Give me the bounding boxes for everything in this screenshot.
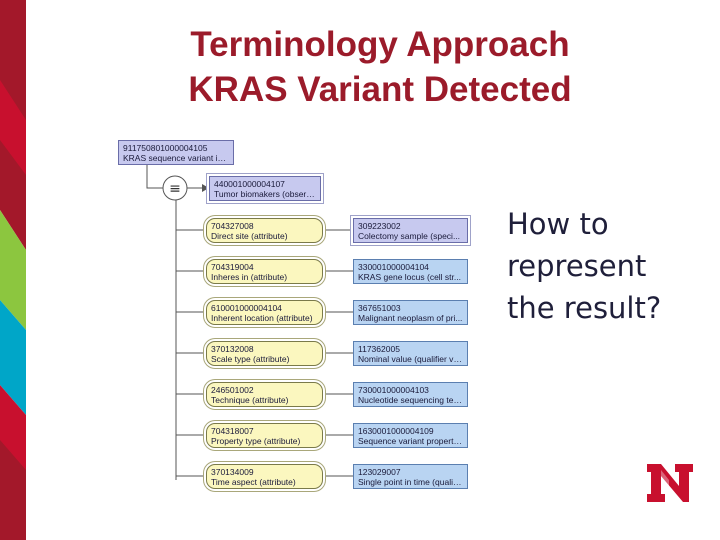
parent-concept-label: Tumor biomakers (observ... <box>214 189 316 199</box>
parent-concept-box: 440001000004107 Tumor biomakers (observ.… <box>209 176 321 201</box>
slide-title-line-2: KRAS Variant Detected <box>188 70 572 109</box>
slide-title-line-1: Terminology Approach <box>190 25 570 64</box>
nebraska-n-logo-icon <box>647 464 693 502</box>
focus-concept-id: 911750801000004105 <box>123 143 208 153</box>
question-line-3: the result? <box>507 291 662 325</box>
parent-concept-id: 440001000004107 <box>214 179 285 189</box>
question-text: How to represent the result? <box>507 203 661 329</box>
focus-concept-box: 911750801000004105 KRAS sequence variant… <box>118 140 234 165</box>
equivalence-operator: ≡ <box>169 181 181 197</box>
question-line-1: How to <box>507 207 609 241</box>
left-decoration <box>0 0 26 540</box>
question-line-2: represent <box>507 249 647 283</box>
focus-concept-label: KRAS sequence variant id... <box>123 153 229 163</box>
